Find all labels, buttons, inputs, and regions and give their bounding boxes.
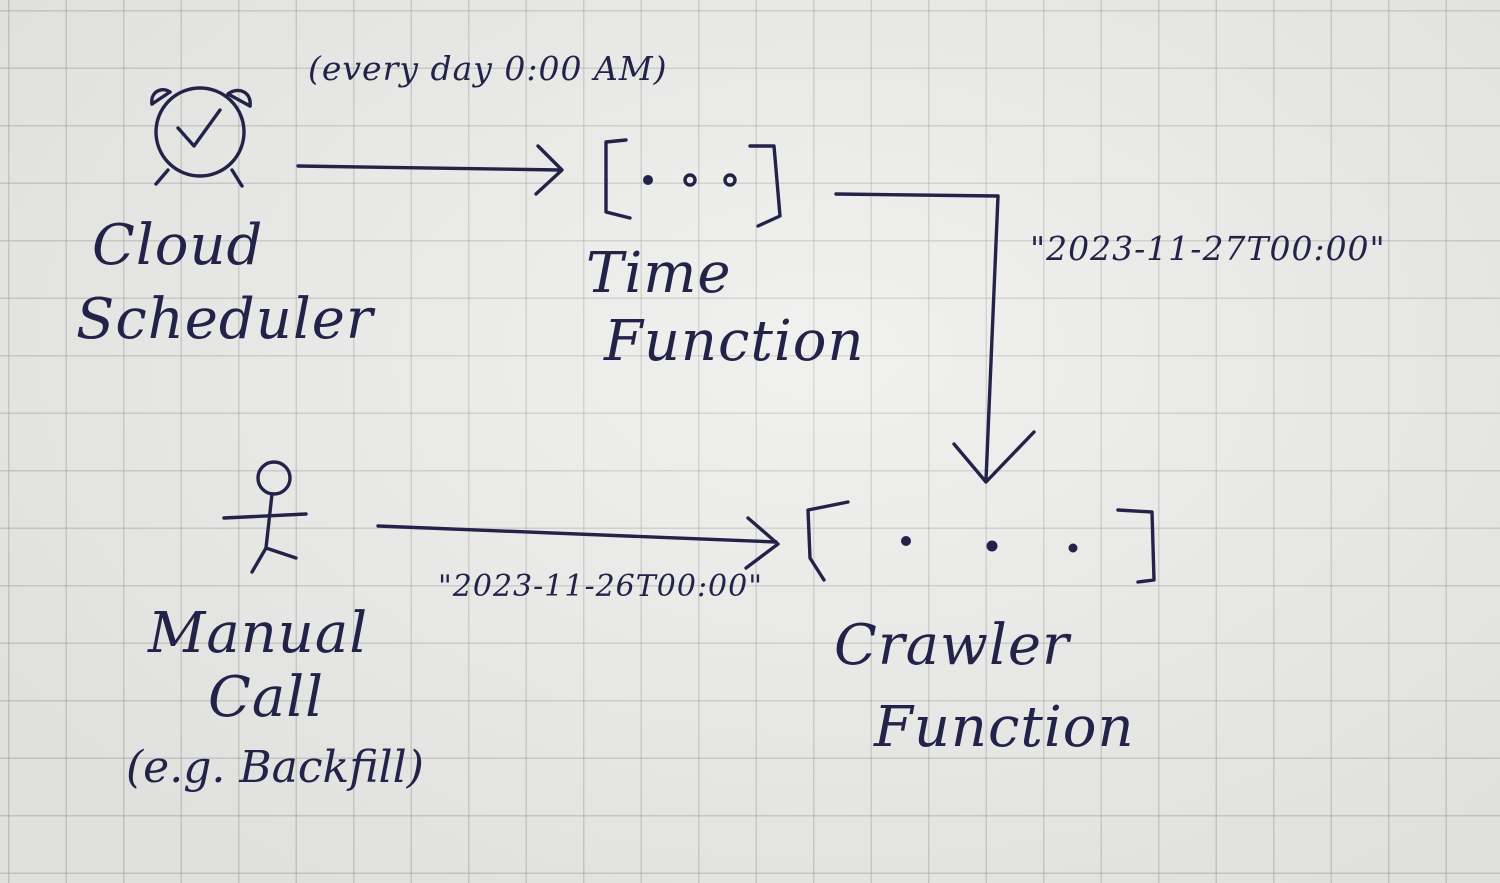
time-function-label-line1: Time [586,241,732,306]
cloud-scheduler-label-line2: Scheduler [76,287,374,352]
manual-call-label-line3: (e.g. Backfill) [126,742,424,793]
arrow-manual-to-crawler [376,516,780,570]
time-function-code-bracket-icon [604,138,782,228]
crawler-function-code-bracket-icon [806,500,1156,584]
manual-call-label-line1: Manual [148,601,369,666]
arrow-scheduler-to-time [296,144,564,196]
time-function-label-line2: Function [604,309,865,374]
manual-to-crawler-label: "2023-11-26T00:00" [438,569,764,604]
schedule-label: (every day 0:00 AM) [308,49,668,88]
cloud-scheduler-label-line1: Cloud [92,213,264,278]
crawler-function-label-line2: Function [874,695,1135,760]
crawler-function-label-line1: Crawler [834,613,1070,678]
stick-figure-icon [222,460,308,574]
arrow-time-to-crawler [834,192,1036,484]
alarm-clock-icon [150,86,252,188]
time-to-crawler-label: "2023-11-27T00:00" [1030,229,1386,268]
manual-call-label-line2: Call [208,665,325,730]
